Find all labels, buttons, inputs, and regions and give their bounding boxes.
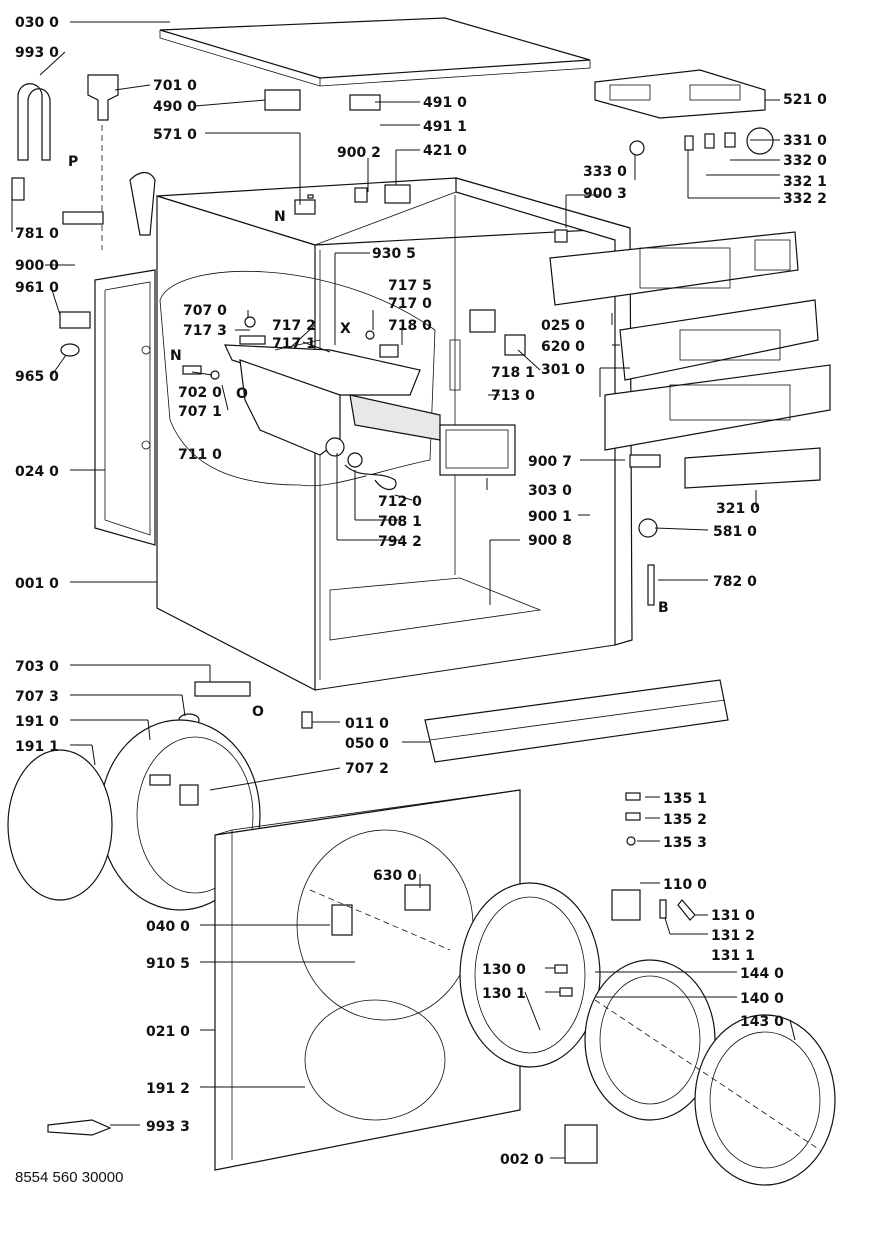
label-961-0: 961 0 — [15, 280, 59, 296]
label-110-0: 110 0 — [663, 877, 707, 893]
label-135-1: 135 1 — [663, 791, 707, 807]
front-panel — [214, 789, 521, 1171]
label-130-0: 130 0 — [482, 962, 526, 978]
label-900-0: 900 0 — [15, 258, 59, 274]
label-030-0: 030 0 — [15, 15, 59, 31]
label-717-5: 717 5 — [388, 278, 432, 294]
kickplate — [178, 679, 729, 763]
top-cover — [159, 17, 591, 87]
label-011-0: 011 0 — [345, 716, 389, 732]
label-001-0: 001 0 — [15, 576, 59, 592]
label-702-0: 702 0 — [178, 385, 222, 401]
label-331-0: 331 0 — [783, 133, 827, 149]
label-782-0: 782 0 — [713, 574, 757, 590]
label-191-0: 191 0 — [15, 714, 59, 730]
label-910-5: 910 5 — [146, 956, 190, 972]
label-718-1: 718 1 — [491, 365, 535, 381]
label-333-0: 333 0 — [583, 164, 627, 180]
label-707-2: 707 2 — [345, 761, 389, 777]
label-332-1: 332 1 — [783, 174, 827, 190]
label-707-0: 707 0 — [183, 303, 227, 319]
label-620-0: 620 0 — [541, 339, 585, 355]
control-panel-parts — [549, 231, 831, 606]
label-303-0: 303 0 — [528, 483, 572, 499]
label-191-2: 191 2 — [146, 1081, 190, 1097]
label-491-1: 491 1 — [423, 119, 467, 135]
marker-o-hose: O — [252, 704, 264, 720]
label-521-0: 521 0 — [783, 92, 827, 108]
label-900-1: 900 1 — [528, 509, 572, 525]
label-490-0: 490 0 — [153, 99, 197, 115]
callout-labels: 030 0 993 0 701 0 490 0 491 0 491 1 571 … — [15, 15, 827, 1186]
label-708-1: 708 1 — [378, 514, 422, 530]
electronic-module — [594, 69, 766, 119]
label-135-3: 135 3 — [663, 835, 707, 851]
label-711-0: 711 0 — [178, 447, 222, 463]
marker-n-top: N — [274, 209, 286, 225]
label-712-0: 712 0 — [378, 494, 422, 510]
label-703-0: 703 0 — [15, 659, 59, 675]
label-701-0: 701 0 — [153, 78, 197, 94]
label-794-2: 794 2 — [378, 534, 422, 550]
marker-o-dispenser: O — [236, 386, 248, 402]
label-131-1: 131 1 — [711, 948, 755, 964]
label-025-0: 025 0 — [541, 318, 585, 334]
label-900-8: 900 8 — [528, 533, 572, 549]
label-332-2: 332 2 — [783, 191, 827, 207]
label-630-0: 630 0 — [373, 868, 417, 884]
label-900-2: 900 2 — [337, 145, 381, 161]
marker-p: P — [68, 154, 78, 170]
marker-b: B — [658, 600, 669, 616]
label-131-2: 131 2 — [711, 928, 755, 944]
label-332-0: 332 0 — [783, 153, 827, 169]
label-930-5: 930 5 — [372, 246, 416, 262]
label-024-0: 024 0 — [15, 464, 59, 480]
label-002-0: 002 0 — [500, 1152, 544, 1168]
label-781-0: 781 0 — [15, 226, 59, 242]
program-knobs — [629, 127, 774, 156]
door-lock-parts — [47, 194, 696, 1136]
document-number: 8554 560 30000 — [15, 1169, 123, 1186]
rear-panel — [94, 269, 156, 546]
label-717-3: 717 3 — [183, 323, 227, 339]
label-571-0: 571 0 — [153, 127, 197, 143]
label-191-1: 191 1 — [15, 739, 59, 755]
label-040-0: 040 0 — [146, 919, 190, 935]
label-140-0: 140 0 — [740, 991, 784, 1007]
door-assembly — [459, 882, 836, 1186]
label-900-7: 900 7 — [528, 454, 572, 470]
label-143-0: 143 0 — [740, 1014, 784, 1030]
label-144-0: 144 0 — [740, 966, 784, 982]
label-707-1: 707 1 — [178, 404, 222, 420]
label-021-0: 021 0 — [146, 1024, 190, 1040]
label-993-0: 993 0 — [15, 45, 59, 61]
label-993-3: 993 3 — [146, 1119, 190, 1135]
dispenser-assembly — [159, 271, 526, 490]
label-050-0: 050 0 — [345, 736, 389, 752]
label-421-0: 421 0 — [423, 143, 467, 159]
label-707-3: 707 3 — [15, 689, 59, 705]
marker-x: X — [340, 321, 351, 337]
label-717-2: 717 2 — [272, 318, 316, 334]
label-581-0: 581 0 — [713, 524, 757, 540]
leader-lines — [11, 21, 796, 1159]
label-491-0: 491 0 — [423, 95, 467, 111]
label-301-0: 301 0 — [541, 362, 585, 378]
cabinet — [156, 177, 633, 691]
water-inlet-parts — [11, 74, 568, 357]
label-717-1: 717 1 — [272, 336, 316, 352]
label-718-0: 718 0 — [388, 318, 432, 334]
label-717-0: 717 0 — [388, 296, 432, 312]
label-900-3: 900 3 — [583, 186, 627, 202]
label-135-2: 135 2 — [663, 812, 707, 828]
label-965-0: 965 0 — [15, 369, 59, 385]
label-713-0: 713 0 — [491, 388, 535, 404]
label-130-1: 130 1 — [482, 986, 526, 1002]
label-321-0: 321 0 — [716, 501, 760, 517]
label-131-0: 131 0 — [711, 908, 755, 924]
marker-n-dispenser: N — [170, 348, 182, 364]
